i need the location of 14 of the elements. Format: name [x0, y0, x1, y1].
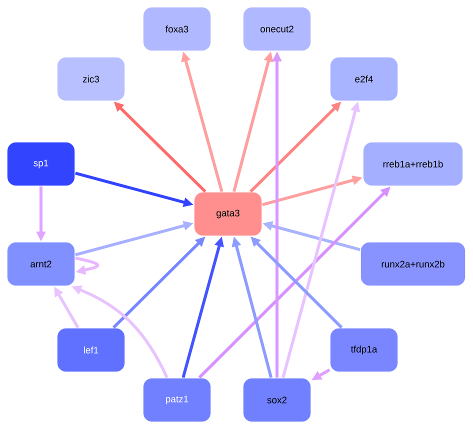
- gene-box: lef1: [56, 328, 126, 372]
- gene-box: e2f4: [330, 56, 398, 102]
- gene-box: rreb1a+rreb1b: [362, 142, 464, 186]
- gene-box: onecut2: [242, 6, 312, 52]
- gene-box: tfdp1a: [330, 328, 398, 372]
- gene-box: runx2a+runx2b: [360, 242, 466, 286]
- gene-box: arnt2: [6, 242, 76, 286]
- arrow: [75, 256, 99, 275]
- gene-box: zic3: [56, 56, 126, 102]
- gene-box: sox2: [242, 378, 312, 422]
- gene-box: patz1: [142, 378, 212, 422]
- gene-box: gata3: [194, 192, 262, 236]
- gene-box: sp1: [6, 142, 76, 186]
- gene-box: foxa3: [142, 6, 212, 52]
